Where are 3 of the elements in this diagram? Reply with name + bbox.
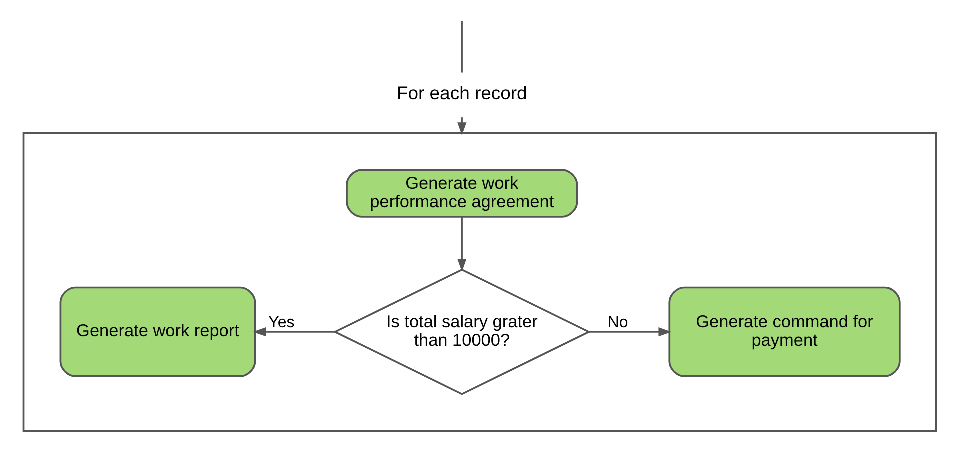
edge-label: Yes	[268, 314, 295, 332]
node-text: For each record	[396, 82, 528, 103]
edge-label: No	[608, 314, 628, 332]
